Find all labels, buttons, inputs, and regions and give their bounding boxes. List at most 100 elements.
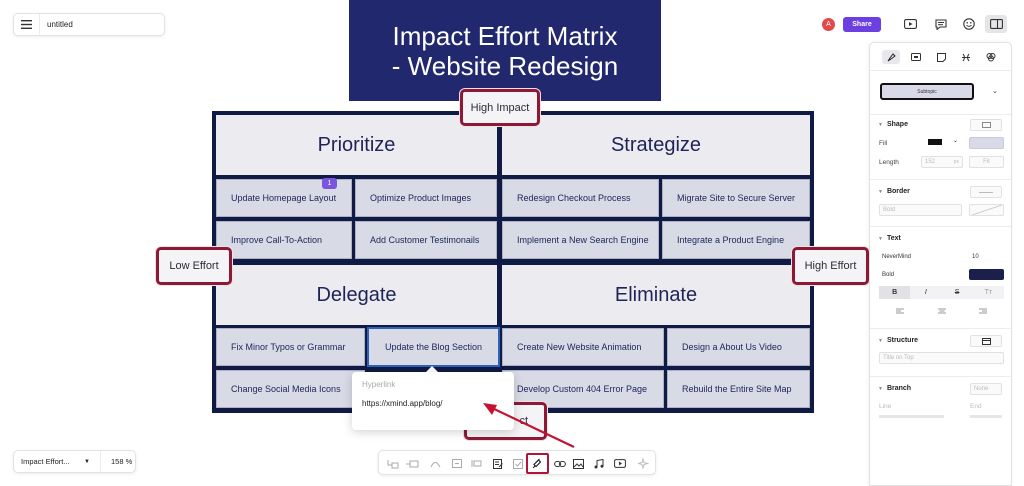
- comments-icon[interactable]: [930, 15, 952, 33]
- emoji-icon[interactable]: [958, 15, 980, 33]
- branch-style-select[interactable]: None: [970, 383, 1002, 395]
- task-optimize-product-images[interactable]: Optimize Product Images: [355, 179, 497, 217]
- fill-style-swatch[interactable]: [928, 139, 942, 145]
- task-change-social-icons[interactable]: Change Social Media Icons: [216, 370, 365, 408]
- callout-high-impact[interactable]: High Impact: [460, 89, 540, 126]
- structure-layout-select[interactable]: Title on Top: [879, 352, 1004, 364]
- quadrant-prioritize[interactable]: Prioritize: [216, 115, 497, 175]
- task-fix-typos[interactable]: Fix Minor Typos or Grammar: [216, 328, 365, 366]
- branch-line-label: Line: [879, 403, 892, 410]
- document-title[interactable]: untitled: [47, 20, 73, 29]
- align-left-icon[interactable]: [879, 305, 921, 316]
- italic-button[interactable]: I: [924, 289, 927, 296]
- section-caret-icon: ▼: [878, 188, 883, 195]
- section-caret-icon: ▼: [878, 235, 883, 242]
- task-checkbox-icon[interactable]: [509, 455, 526, 472]
- ai-sparkle-icon[interactable]: [635, 455, 652, 472]
- font-size-select[interactable]: 10: [969, 250, 1004, 263]
- note-count-badge[interactable]: 1: [322, 178, 337, 189]
- sheet-name[interactable]: Impact Effort...: [21, 457, 70, 466]
- fill-label: Fill: [879, 140, 888, 147]
- hyperlink-popup[interactable]: Hyperlink https://xmind.app/blog/: [352, 372, 514, 430]
- quadrant-delegate[interactable]: Delegate: [216, 265, 497, 325]
- shape-heading: Shape: [886, 121, 908, 128]
- relationship-icon[interactable]: [427, 455, 444, 472]
- fit-button[interactable]: Fit: [969, 156, 1004, 168]
- task-update-blog-selected[interactable]: Update the Blog Section: [367, 327, 500, 367]
- branch-line-preview[interactable]: [879, 415, 944, 418]
- panel-divider: [870, 179, 1011, 180]
- callout-high-effort[interactable]: High Effort: [792, 247, 869, 285]
- border-line-style-select[interactable]: [970, 186, 1002, 198]
- branch-end-preview[interactable]: [970, 415, 1002, 418]
- align-center-icon[interactable]: [921, 305, 963, 316]
- border-weight-select[interactable]: Bold: [879, 204, 962, 216]
- font-family-select[interactable]: NeverMind: [879, 250, 962, 263]
- subtopic-insert-icon[interactable]: [384, 455, 401, 472]
- boundary-icon[interactable]: [468, 455, 485, 472]
- user-avatar[interactable]: A: [822, 18, 835, 31]
- task-design-about-video[interactable]: Design a About Us Video: [667, 328, 810, 366]
- attachment-link-icon[interactable]: [551, 455, 568, 472]
- text-case-button[interactable]: Tт: [984, 289, 993, 296]
- audio-note-icon[interactable]: [590, 455, 607, 472]
- callout-low-effort[interactable]: Low Effort: [156, 247, 232, 285]
- topic-style-select[interactable]: Subtopic: [880, 83, 974, 100]
- title-line-2: - Website Redesign: [391, 50, 619, 81]
- hyperlink-icon[interactable]: [526, 453, 549, 474]
- task-add-testimonials[interactable]: Add Customer Testimonails: [355, 221, 497, 259]
- task-migrate-server[interactable]: Migrate Site to Secure Server: [662, 179, 810, 217]
- panel-divider: [870, 376, 1011, 377]
- section-caret-icon: ▼: [878, 385, 883, 392]
- shape-section-header[interactable]: ▼ Shape: [878, 121, 908, 128]
- format-panel: Subtopic ⌄ ▼ Shape Fill ⌄ Length 152 px …: [869, 42, 1012, 486]
- task-rebuild-sitemap[interactable]: Rebuild the Entire Site Map: [667, 370, 810, 408]
- style-dropdown-chevron-icon[interactable]: ⌄: [992, 88, 998, 95]
- task-create-animation[interactable]: Create New Website Animation: [502, 328, 664, 366]
- task-redesign-checkout[interactable]: Redesign Checkout Process: [502, 179, 659, 217]
- theme-palette-icon[interactable]: [982, 50, 1000, 64]
- structure-heading: Structure: [886, 337, 919, 344]
- title-line-1: Impact Effort Matrix: [392, 20, 618, 51]
- hyperlink-url[interactable]: https://xmind.app/blog/: [362, 399, 443, 408]
- task-improve-cta[interactable]: Improve Call-To-Action: [216, 221, 352, 259]
- strikethrough-button[interactable]: S: [954, 289, 960, 296]
- matrix-title-topic[interactable]: Impact Effort Matrix - Website Redesign: [349, 0, 661, 101]
- text-style-buttons: B I S Tт: [879, 286, 1004, 299]
- text-color-swatch[interactable]: [969, 269, 1004, 280]
- structure-tab-icon[interactable]: [957, 50, 975, 64]
- fill-color-swatch[interactable]: [969, 137, 1004, 149]
- topic-icon[interactable]: [907, 50, 925, 64]
- share-button[interactable]: Share: [843, 17, 881, 32]
- shape-type-select[interactable]: [970, 119, 1002, 131]
- task-implement-search[interactable]: Implement a New Search Engine: [502, 221, 659, 259]
- align-right-icon[interactable]: [962, 305, 1004, 316]
- video-icon[interactable]: [611, 455, 628, 472]
- task-integrate-product-engine[interactable]: Integrate a Product Engine: [662, 221, 810, 259]
- length-input[interactable]: 152 px: [921, 156, 963, 168]
- hamburger-menu-icon[interactable]: [14, 14, 40, 35]
- border-section-header[interactable]: ▼ Border: [878, 188, 910, 195]
- format-panel-toggle-icon[interactable]: [985, 15, 1007, 33]
- branch-section-header[interactable]: ▼ Branch: [878, 385, 911, 392]
- note-icon[interactable]: [489, 455, 506, 472]
- task-develop-404[interactable]: Develop Custom 404 Error Page: [502, 370, 664, 408]
- image-icon[interactable]: [570, 455, 587, 472]
- text-section-header[interactable]: ▼ Text: [878, 235, 901, 242]
- summary-icon[interactable]: [448, 455, 465, 472]
- zoom-level[interactable]: 158 %: [100, 451, 132, 472]
- style-brush-icon[interactable]: [882, 50, 900, 64]
- structure-type-select[interactable]: [970, 335, 1002, 347]
- fill-dropdown-chevron-icon[interactable]: ⌄: [953, 138, 959, 144]
- sticky-note-icon[interactable]: [932, 50, 950, 64]
- border-color-swatch[interactable]: [969, 204, 1004, 216]
- font-weight-select[interactable]: Bold: [879, 268, 962, 281]
- section-caret-icon: ▼: [878, 337, 883, 344]
- play-pitch-icon[interactable]: [899, 15, 921, 33]
- bold-button[interactable]: B: [879, 286, 911, 299]
- quadrant-strategize[interactable]: Strategize: [502, 115, 810, 175]
- structure-section-header[interactable]: ▼ Structure: [878, 337, 918, 344]
- topic-insert-icon[interactable]: [404, 455, 421, 472]
- quadrant-eliminate[interactable]: Eliminate: [502, 265, 810, 325]
- sheet-dropdown-chevron-icon[interactable]: ▼: [84, 458, 90, 465]
